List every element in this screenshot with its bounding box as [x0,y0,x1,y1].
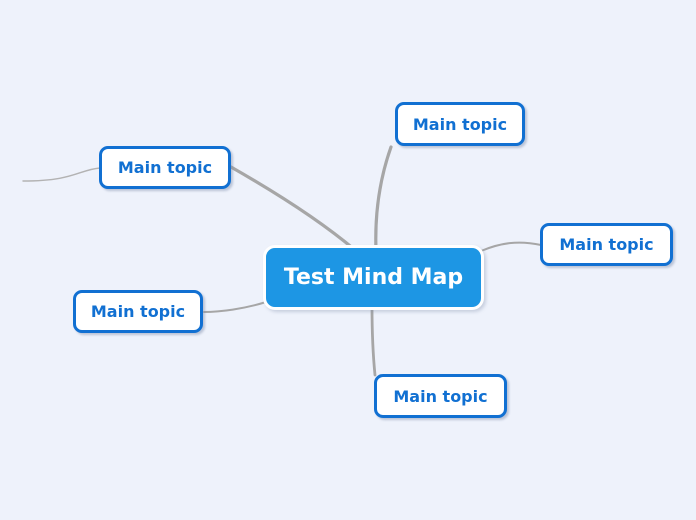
connector-root-to-bottom [370,304,377,377]
topic-node-label: Main topic [393,386,488,406]
connector-root-to-right [480,241,542,252]
topic-node-top-right[interactable]: Main topic [395,102,525,146]
topic-node-top-left[interactable]: Main topic [99,146,231,189]
root-node-label: Test Mind Map [283,265,464,290]
connector-root-to-left [203,301,267,313]
connector-stub-offscreen-left [22,167,101,182]
connector-root-to-top-left [229,165,357,252]
root-node[interactable]: Test Mind Map [263,245,484,310]
topic-node-label: Main topic [559,235,654,254]
topic-node-left[interactable]: Main topic [73,290,203,333]
topic-node-bottom[interactable]: Main topic [374,374,507,418]
topic-node-label: Main topic [117,158,213,177]
topic-node-label: Main topic [412,114,508,134]
connector-root-to-top-right [374,145,393,252]
topic-node-label: Main topic [90,302,186,321]
topic-node-right[interactable]: Main topic [540,223,673,266]
